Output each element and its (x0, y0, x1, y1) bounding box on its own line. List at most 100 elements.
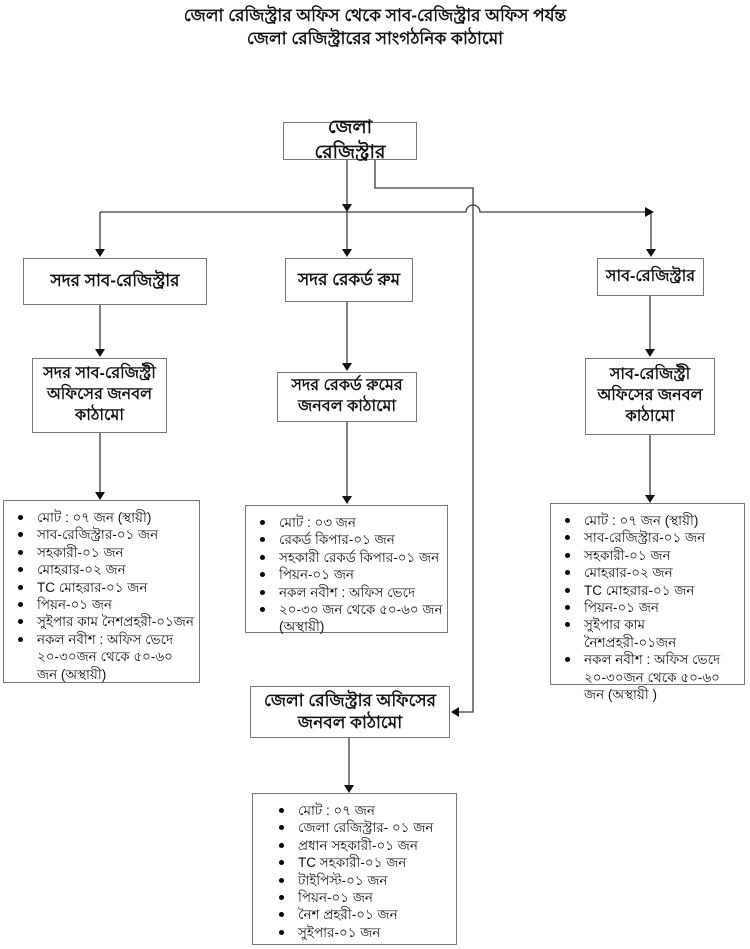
list-item-text: TC মোহরার-০১ জন (37, 579, 148, 595)
node-district-registrar-office-staff: জেলা রেজিস্ট্রার অফিসের জনবল কাঠামো (250, 686, 450, 738)
arrowhead-down-icon (646, 249, 656, 257)
list-item-text: ২০-৩০ জন থেকে ৫০-৬০ জন (অস্থায়ী) (279, 602, 443, 635)
node-sub-registrar: সাব-রেজিস্ট্রার (597, 258, 704, 296)
list-item-text: সহকারী-০১ জন (37, 544, 124, 560)
bullet-icon (18, 515, 23, 520)
node-label: জেলা রেজিস্ট্রার অফিসের জনবল কাঠামো (263, 690, 437, 732)
bullet-icon (279, 895, 284, 901)
bullet-icon (565, 535, 570, 541)
arrowhead-down-icon (342, 363, 352, 371)
node-label: সাব-রেজিস্ট্রার (605, 267, 696, 285)
list-item-text: TC মোহরার-০১ জন (584, 582, 695, 598)
node-label: সদর সাব-রেজিস্ট্রার (50, 271, 180, 291)
list-item-text: সুইপার-০১ জন (298, 924, 381, 940)
list-item: নকল নবীশ : অফিস ভেদে ২০-৩০জন থেকে ৫০-৬০ … (559, 651, 740, 703)
arrowhead-down-icon (344, 785, 354, 793)
list-item: মোহরার-০২ জন (12, 561, 195, 578)
bullet-icon (565, 622, 570, 628)
list-item-text: নকল নবীশ : অফিস ভেদে ২০-৩০জন থেকে ৫০-৬০ … (584, 652, 721, 703)
list-item: মোট : ০৭ জন (স্থায়ী) (12, 509, 195, 526)
arrowhead-down-icon (342, 204, 352, 212)
list-item-text: পিয়ন-০১ জন (298, 890, 373, 906)
list-item-text: মোট : ০৭ জন (স্থায়ী) (37, 510, 152, 525)
list-item-text: মোহরার-০২ জন (584, 565, 673, 581)
list-item-text: পিয়ন-০১ জন (584, 600, 659, 616)
node-sadar-record-room-staff: সদর রেকর্ড রুমের জনবল কাঠামো (277, 372, 417, 422)
list-item: সুইপার কাম নৈশপ্রহরী-০১জন (559, 616, 740, 651)
arrowhead-down-icon (645, 349, 655, 357)
arrowhead-down-icon (645, 495, 655, 503)
bullet-icon (260, 572, 265, 578)
bullet-icon (279, 842, 284, 848)
list-item-text: পিয়ন-০১ জন (37, 597, 112, 613)
list-item: TC সহকারী-০১ জন (273, 854, 452, 871)
list-item: জেলা রেজিস্ট্রার- ০১ জন (273, 819, 452, 836)
arrowhead-down-icon (342, 496, 352, 504)
node-sadar-sub-registrar: সদর সাব-রেজিস্ট্রার (23, 258, 207, 305)
list-item-text: মোট : ০৩ জন (279, 515, 356, 530)
arrowhead-down-icon (95, 249, 105, 257)
list-item: পিয়ন-০১ জন (273, 889, 452, 906)
list-item: TC মোহরার-০১ জন (12, 579, 195, 596)
page-title-line1: জেলা রেজিস্ট্রার অফিস থেকে সাব-রেজিস্ট্র… (183, 6, 567, 25)
list-item: মোহরার-০২ জন (559, 564, 740, 581)
arrowhead-right-icon (645, 207, 654, 217)
bullet-icon (565, 552, 570, 558)
bullet-icon (565, 518, 570, 523)
list-item: পিয়ন-০১ জন (559, 599, 740, 616)
list-item-text: নকল নবীশ : অফিস ভেদে ২০-৩০জন থেকে ৫০-৬০ … (37, 631, 174, 682)
staff-list-sub-registry: মোট : ০৭ জন (স্থায়ী)সাব-রেজিস্ট্রার-০১ … (550, 503, 745, 702)
list-item-text: মোট : ০৭ জন (298, 803, 375, 818)
node-label: সদর রেকর্ড রুমের জনবল কাঠামো (291, 377, 403, 415)
bullet-icon (18, 567, 23, 573)
arrowhead-down-icon (95, 349, 105, 357)
bullet-icon (279, 808, 284, 813)
node-sub-registry-staff: সাব-রেজিস্ট্রী অফিসের জনবল কাঠামো (585, 358, 715, 435)
list-item-text: সুইপার কাম নৈশপ্রহরী-০১জন (584, 617, 677, 650)
bullet-icon (565, 605, 570, 611)
list-item-text: টাইপিস্ট-০১ জন (298, 872, 388, 888)
node-district-registrar: জেলা রেজিস্ট্রার (283, 117, 417, 163)
page-title: জেলা রেজিস্ট্রার অফিস থেকে সাব-রেজিস্ট্র… (0, 5, 750, 51)
bullet-icon (279, 929, 284, 935)
list-item: মোট : ০৩ জন (254, 514, 443, 531)
list-item: সুইপার-০১ জন (273, 924, 452, 941)
bullet-icon (279, 877, 284, 883)
node-label: জেলা রেজিস্ট্রার (314, 117, 386, 163)
bullet-icon (18, 549, 23, 555)
list-item-text: সাব-রেজিস্ট্রার-০১ জন (584, 530, 706, 546)
bullet-icon (260, 520, 265, 525)
node-label: সদর সাব-রেজিস্ট্রী অফিসের জনবল কাঠামো (43, 365, 156, 424)
connector-line (374, 160, 474, 713)
list-item: মোট : ০৭ জন (স্থায়ী) (559, 512, 740, 529)
list-item-text: জেলা রেজিস্ট্রার- ০১ জন (298, 820, 434, 836)
bullet-icon (279, 825, 284, 831)
staff-list-sadar-sub-registry: মোট : ০৭ জন (স্থায়ী)সাব-রেজিস্ট্রার-০১ … (3, 500, 200, 683)
node-sadar-sub-registry-staff: সদর সাব-রেজিস্ট্রী অফিসের জনবল কাঠামো (32, 358, 167, 433)
bullet-icon (18, 602, 23, 608)
list-item-text: প্রধান সহকারী-০১ জন (298, 837, 418, 853)
list-item: প্রধান সহকারী-০১ জন (273, 837, 452, 854)
list-item: নকল নবীশ : অফিস ভেদে (254, 584, 443, 601)
list-item: পিয়ন-০১ জন (254, 566, 443, 583)
bullet-icon (565, 570, 570, 576)
page-title-line2: জেলা রেজিস্ট্রারের সাংগঠনিক কাঠামো (246, 28, 504, 48)
connector-line (100, 204, 645, 213)
list-item: TC মোহরার-০১ জন (559, 582, 740, 599)
list-item: সুইপার কাম নৈশপ্রহরী-০১জন (12, 613, 195, 630)
bullet-icon (279, 912, 284, 918)
list-item: টাইপিস্ট-০১ জন (273, 872, 452, 889)
list-item: সহকারী রেকর্ড কিপার-০১ জন (254, 549, 443, 566)
list-item-text: সুইপার কাম নৈশপ্রহরী-০১জন (37, 614, 194, 630)
list-item: সাব-রেজিস্ট্রার-০১ জন (559, 529, 740, 546)
list-item: ২০-৩০ জন থেকে ৫০-৬০ জন (অস্থায়ী) (254, 601, 443, 636)
list-item: পিয়ন-০১ জন (12, 596, 195, 613)
list-item: সহকারী-০১ জন (559, 547, 740, 564)
node-sadar-record-room: সদর রেকর্ড রুম (285, 258, 413, 302)
list-item-text: পিয়ন-০১ জন (279, 567, 354, 583)
node-label: সাব-রেজিস্ট্রী অফিসের জনবল কাঠামো (597, 366, 703, 425)
list-item-text: সহকারী রেকর্ড কিপার-০১ জন (279, 549, 440, 565)
list-item: নকল নবীশ : অফিস ভেদে ২০-৩০জন থেকে ৫০-৬০ … (12, 631, 195, 683)
